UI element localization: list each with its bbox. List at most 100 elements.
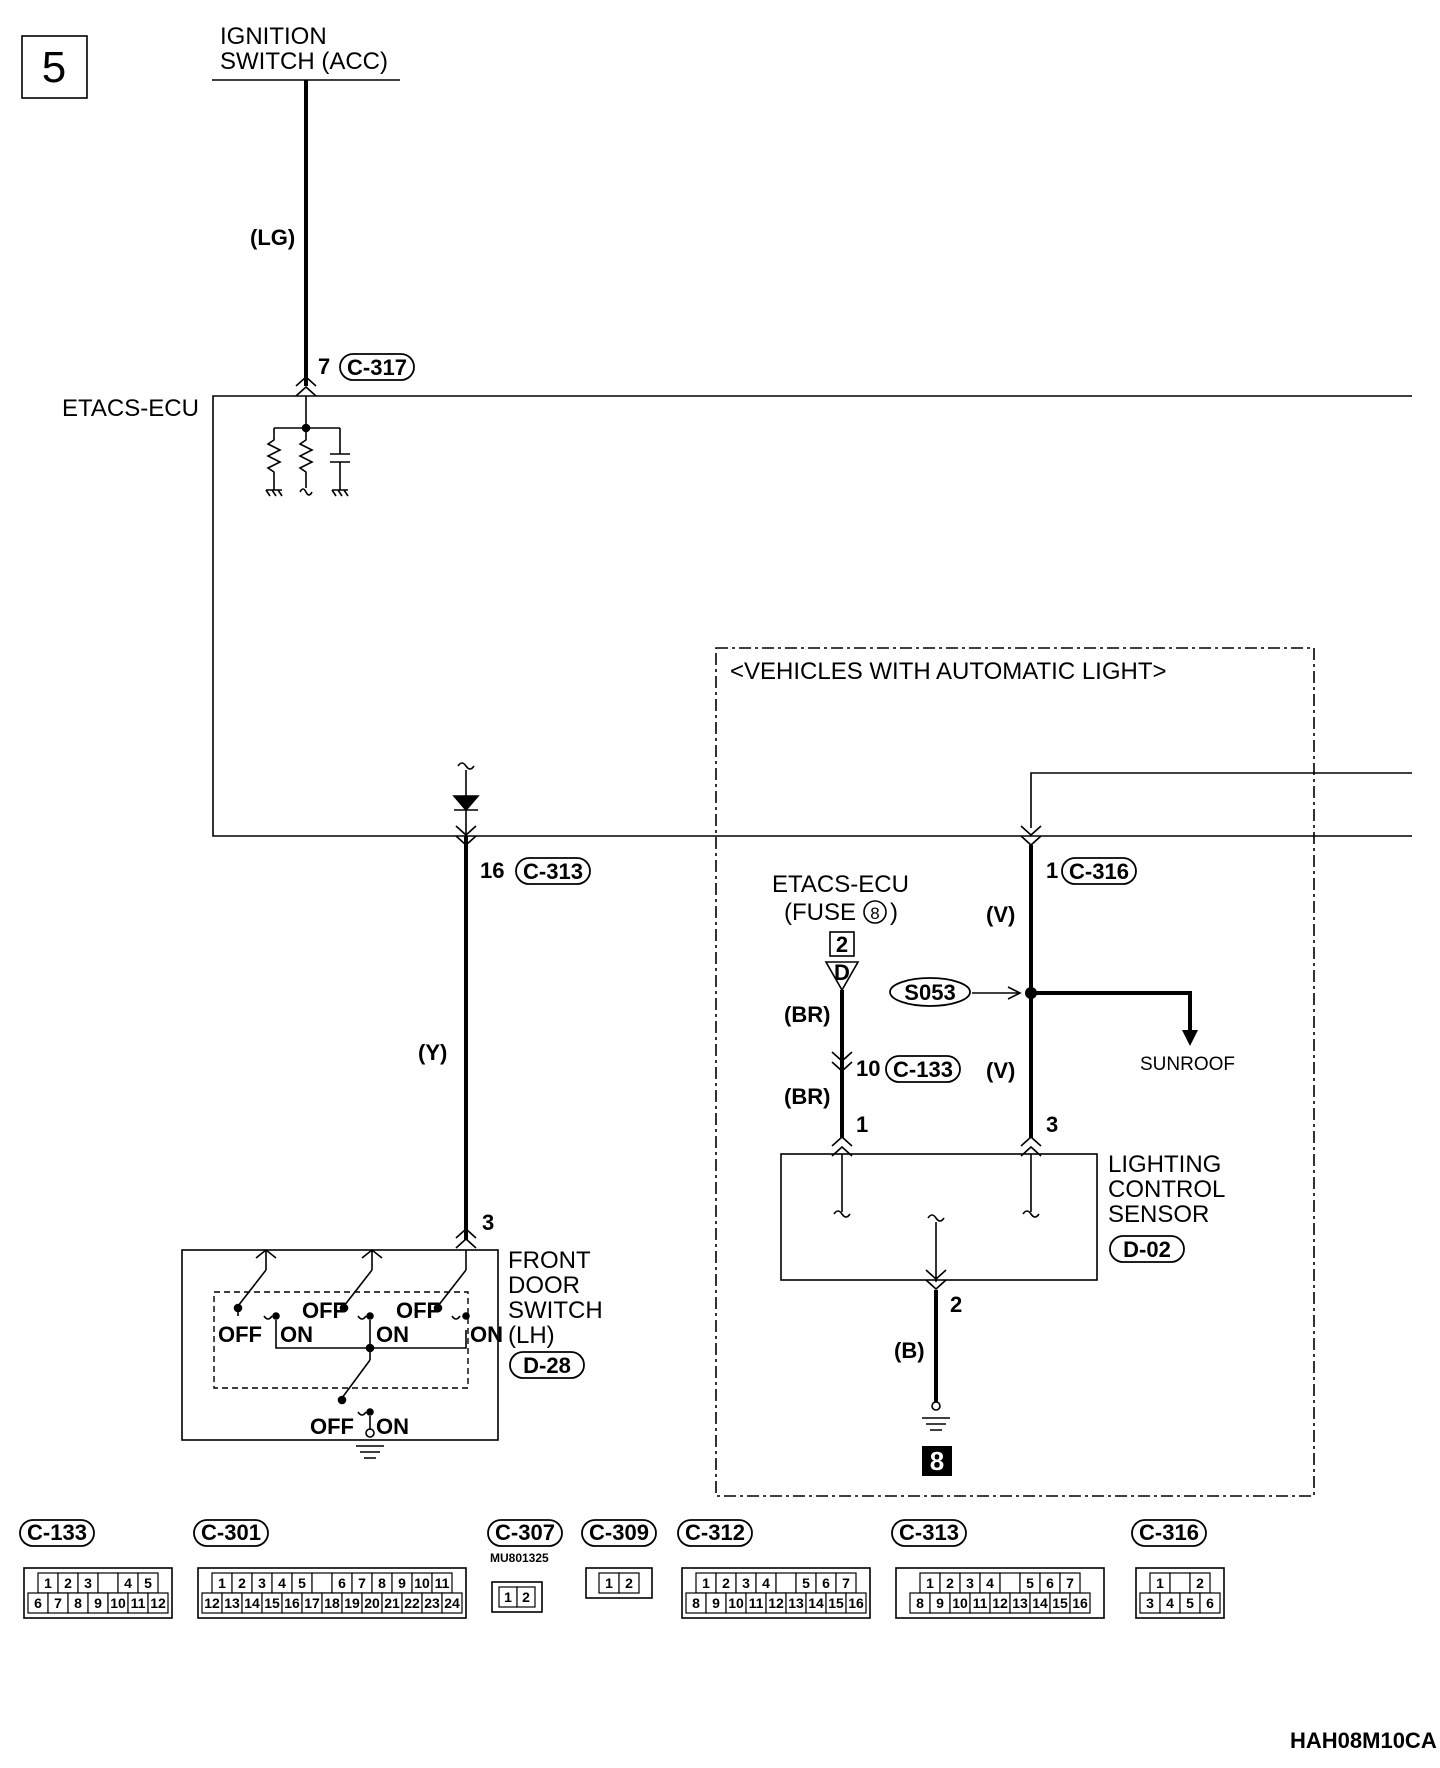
cavity-number: 5 xyxy=(802,1575,810,1591)
cavity-number: 8 xyxy=(692,1595,700,1611)
cavity-number: 15 xyxy=(264,1595,280,1611)
cavity-number: 13 xyxy=(224,1595,240,1611)
fuse-number: 8 xyxy=(870,904,879,923)
connector-id-pill xyxy=(487,1519,563,1547)
connector-key xyxy=(775,1572,797,1594)
cavity-number: 3 xyxy=(258,1575,266,1591)
conn-pill-c317 xyxy=(339,353,415,381)
connector-id: C-133 xyxy=(27,1520,87,1545)
fuse-label-end: ) xyxy=(890,899,898,926)
cavity-number: 1 xyxy=(605,1575,613,1591)
front-door-switch-linkage xyxy=(213,1291,469,1389)
auto-light-title: <VEHICLES WITH AUTOMATIC LIGHT> xyxy=(730,658,1167,685)
cavity-number: 1 xyxy=(702,1575,710,1591)
cavity-number: 3 xyxy=(742,1575,750,1591)
cavity-number: 1 xyxy=(218,1575,226,1591)
cavity-number: 12 xyxy=(768,1595,784,1611)
switch-on-1: ON xyxy=(280,1322,313,1347)
cavity-number: 14 xyxy=(808,1595,824,1611)
connector-id: C-307 xyxy=(495,1520,555,1545)
cavity-number: 9 xyxy=(94,1595,102,1611)
switch-on-4: ON xyxy=(376,1414,409,1439)
cavity-number: 20 xyxy=(364,1595,380,1611)
front-door-switch-contacts xyxy=(233,1248,470,1459)
cavity-number: 22 xyxy=(404,1595,420,1611)
connector-id-pill xyxy=(891,1519,967,1547)
lighting-sensor-internals xyxy=(833,1154,1040,1282)
connector-cavity xyxy=(1069,1592,1091,1614)
splice-pill xyxy=(889,977,971,1007)
connector-id: C-313 xyxy=(899,1520,959,1545)
wire-v-color-2: (V) xyxy=(986,1058,1015,1083)
front-door-switch-line1: FRONT xyxy=(508,1247,591,1274)
front-door-switch-line4: (LH) xyxy=(508,1322,555,1349)
connector-cavity xyxy=(516,1586,536,1608)
switch-off-4: OFF xyxy=(310,1414,354,1439)
cavity-number: 24 xyxy=(444,1595,460,1611)
cavity-number: 7 xyxy=(1066,1575,1074,1591)
cavity-number: 13 xyxy=(1012,1595,1028,1611)
lighting-sensor-box xyxy=(780,1153,1098,1281)
cavity-number: 10 xyxy=(414,1575,430,1591)
cavity-number: 11 xyxy=(749,1595,764,1611)
ecu-outline xyxy=(212,395,1412,837)
sensor-pin-3: 3 xyxy=(1046,1112,1058,1137)
front-door-switch-box xyxy=(181,1249,499,1441)
pin-chevron-sensor-1 xyxy=(831,1135,853,1157)
connector-housing xyxy=(681,1567,871,1619)
conn-pill-c313-wire xyxy=(515,857,591,885)
ground-ref-box xyxy=(922,1446,952,1476)
door-pin-16: 16 xyxy=(480,858,504,883)
cavity-number: 2 xyxy=(625,1575,633,1591)
cavity-number: 9 xyxy=(398,1575,406,1591)
cavity-number: 13 xyxy=(788,1595,804,1611)
ecu-pin-7: 7 xyxy=(318,354,330,379)
cavity-number: 4 xyxy=(278,1575,286,1591)
ignition-label-line2: SWITCH (ACC) xyxy=(220,48,388,75)
conn-pill-c316 xyxy=(1061,857,1137,885)
fuse-label-line1: ETACS-ECU xyxy=(772,871,909,898)
ecu-pin-1: 1 xyxy=(1046,858,1058,883)
cavity-number: 7 xyxy=(54,1595,62,1611)
connector-housing xyxy=(23,1567,173,1619)
conn-label-c313-wire: C-313 xyxy=(523,859,583,884)
cavity-number: 11 xyxy=(435,1575,450,1591)
pin-chevron-sensor-2 xyxy=(925,1269,947,1291)
ground-symbol xyxy=(922,1401,950,1431)
cavity-number: 11 xyxy=(131,1595,146,1611)
switch-on-3: ON xyxy=(470,1322,503,1347)
cavity-number: 9 xyxy=(936,1595,944,1611)
cavity-number: 3 xyxy=(1146,1595,1154,1611)
sensor-pin-2: 2 xyxy=(950,1292,962,1317)
sensor-label-line1: LIGHTING xyxy=(1108,1151,1221,1178)
cavity-number: 5 xyxy=(298,1575,306,1591)
front-door-switch-line3: SWITCH xyxy=(508,1297,603,1324)
cavity-number: 15 xyxy=(1052,1595,1068,1611)
cavity-number: 3 xyxy=(84,1575,92,1591)
inline-conn-c133 xyxy=(831,1051,853,1073)
fuse-conn-triangle xyxy=(824,961,860,992)
cavity-number: 1 xyxy=(1156,1575,1164,1591)
cavity-number: 6 xyxy=(34,1595,42,1611)
cavity-number: 6 xyxy=(1046,1575,1054,1591)
connector-id-pill xyxy=(19,1519,95,1547)
cavity-number: 15 xyxy=(828,1595,844,1611)
wire-b-color: (B) xyxy=(894,1338,925,1363)
sunroof-label: SUNROOF xyxy=(1140,1054,1235,1075)
cavity-number: 2 xyxy=(238,1575,246,1591)
wire-br-color-2: (BR) xyxy=(784,1084,830,1109)
ecu-feed-wire xyxy=(1030,772,1412,828)
cavity-number: 6 xyxy=(1206,1595,1214,1611)
fuse-pin: 2 xyxy=(836,932,848,957)
switch-off-3: OFF xyxy=(396,1298,440,1323)
ecu-label: ETACS-ECU xyxy=(62,395,199,422)
cavity-number: 19 xyxy=(344,1595,360,1611)
sensor-pin-1: 1 xyxy=(856,1112,868,1137)
